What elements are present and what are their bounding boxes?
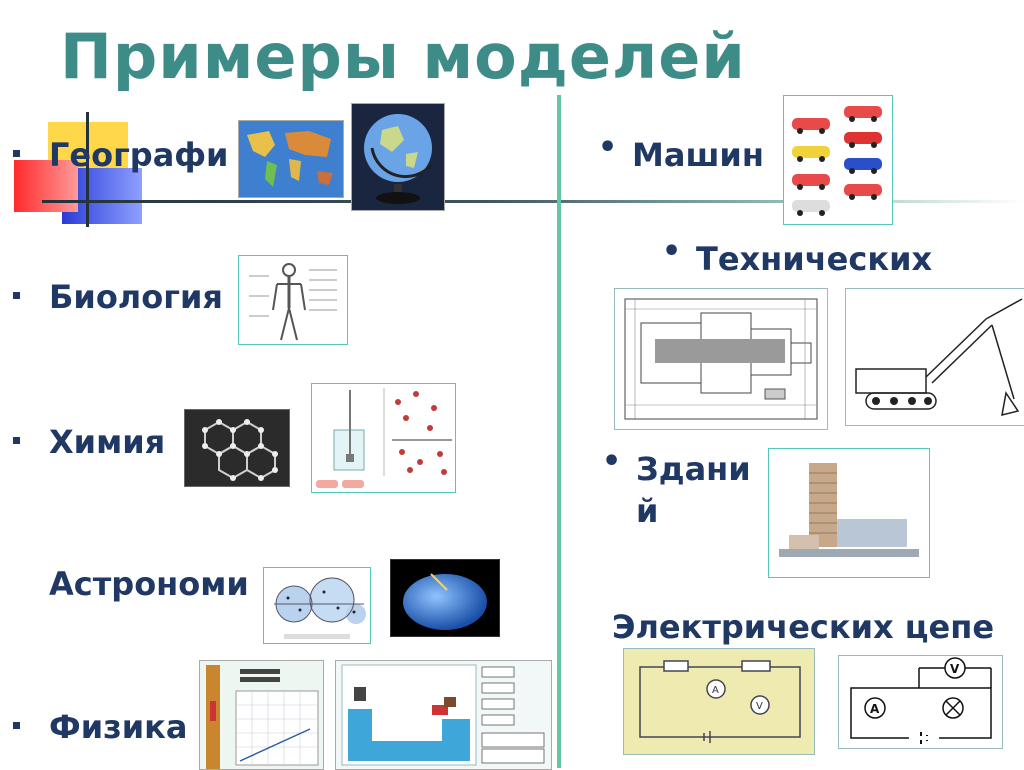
planet-image bbox=[390, 559, 500, 637]
svg-text:V: V bbox=[950, 662, 960, 676]
skeleton-diagram-image bbox=[238, 255, 348, 345]
item-physics: Физика bbox=[12, 708, 188, 746]
item-cars: Машин bbox=[598, 130, 764, 174]
item-buildings-continued: й bbox=[636, 492, 659, 530]
horizontal-divider bbox=[42, 200, 1024, 203]
decor-dark-vertical-line bbox=[86, 112, 89, 227]
item-technical: Технических bbox=[662, 234, 932, 278]
svg-text:A: A bbox=[870, 702, 880, 716]
decor-red-square bbox=[14, 160, 78, 212]
svg-text:A: A bbox=[712, 685, 719, 696]
excavator-drawing-image bbox=[845, 288, 1024, 426]
chemistry-experiment-image bbox=[311, 383, 456, 493]
physics-simulation-image bbox=[335, 660, 552, 770]
item-geography: Географи bbox=[12, 136, 229, 174]
item-biology: Биология bbox=[13, 278, 223, 316]
svg-text:V: V bbox=[756, 701, 763, 712]
crystal-lattice-image bbox=[184, 409, 290, 487]
technical-blueprint-image bbox=[614, 288, 828, 430]
item-chemistry: Химия bbox=[12, 423, 166, 461]
circuit-diagram-image: A V bbox=[838, 655, 1003, 749]
item-buildings: Здани bbox=[602, 444, 751, 488]
vertical-divider bbox=[557, 95, 561, 768]
circuit-board-image: A V bbox=[623, 648, 815, 755]
race-cars-image bbox=[783, 95, 893, 225]
physics-graph-image bbox=[199, 660, 324, 770]
item-astronomy: Астрономи bbox=[49, 565, 260, 603]
building-model-image bbox=[768, 448, 930, 578]
slide-title: Примеры моделей bbox=[60, 20, 746, 93]
world-map-image bbox=[238, 120, 344, 198]
item-electric-circuits: Электрических цепе bbox=[612, 608, 1024, 646]
star-map-image bbox=[263, 567, 371, 644]
globe-image bbox=[351, 103, 445, 211]
